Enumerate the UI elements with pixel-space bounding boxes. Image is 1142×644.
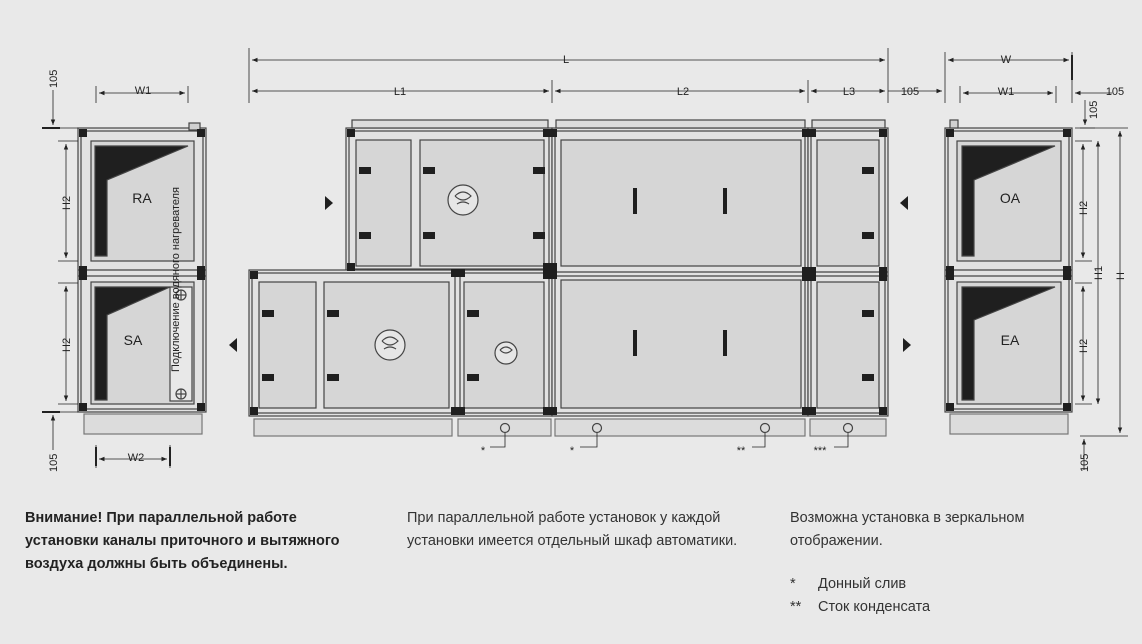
footnote-text: Сток конденсата [818,599,931,615]
label-RA: RA [132,190,152,206]
dim-H-right: H [1115,272,1127,280]
drain-marker-1: * [481,445,486,457]
dim-W1-left: W1 [135,85,152,97]
dim-W2-left: W2 [128,452,145,464]
parallel-note: При параллельной работе установок у кажд… [407,510,738,549]
label-SA: SA [124,332,143,348]
label-OA: OA [1000,190,1021,206]
dim-H2-right-upper: H2 [1078,201,1090,215]
label-EA: EA [1001,332,1020,348]
airflow-arrows [229,196,911,352]
dim-105-left-top: 105 [48,70,60,88]
dim-L1: L1 [394,86,406,98]
technical-drawing: RA SA Подключение водяного нагревателя [42,48,1128,472]
dim-105-right-vert: 105 [1088,101,1100,119]
dim-L2: L2 [677,86,689,98]
dim-L: L [563,54,569,66]
dim-105-right-bottom: 105 [1079,454,1091,472]
footnote-condensate: ** Сток конденсата [790,599,930,615]
footnote-text: Донный слив [818,576,907,592]
left-end-view-corners [79,129,205,411]
main-side-view [248,119,889,437]
dimension-heavy-ticks [42,55,1073,466]
triple-marker: *** [814,445,828,457]
panel-caption: Подключение водяного нагревателя [170,187,182,372]
dim-H1-right: H1 [1093,266,1105,280]
right-end-view [944,119,1073,435]
mirror-note: Возможна установка в зеркальном отображе… [790,510,1025,549]
dim-105-left-bottom: 105 [48,454,60,472]
door-handles [262,167,874,381]
dim-L3: L3 [843,86,855,98]
dim-105-main: 105 [901,86,919,98]
dim-H2-left-lower: H2 [61,338,73,352]
right-end-view-corners [946,129,1071,411]
dim-W1-right: W1 [998,86,1015,98]
dim-H2-right-lower: H2 [1078,339,1090,353]
footnote-mark: ** [790,599,802,615]
warning-note: Внимание! При параллельной работе устано… [25,510,340,572]
condensate-marker: ** [737,445,746,457]
main-view-corners [250,129,887,415]
dim-105-right-top: 105 [1106,86,1124,98]
footnote-drain: * Донный слив [790,576,906,592]
footnote-mark: * [790,576,796,592]
left-end-view [77,122,207,435]
dim-H2-left-upper: H2 [61,196,73,210]
dim-W-right: W [1001,54,1012,66]
drain-marker-2: * [570,445,575,457]
